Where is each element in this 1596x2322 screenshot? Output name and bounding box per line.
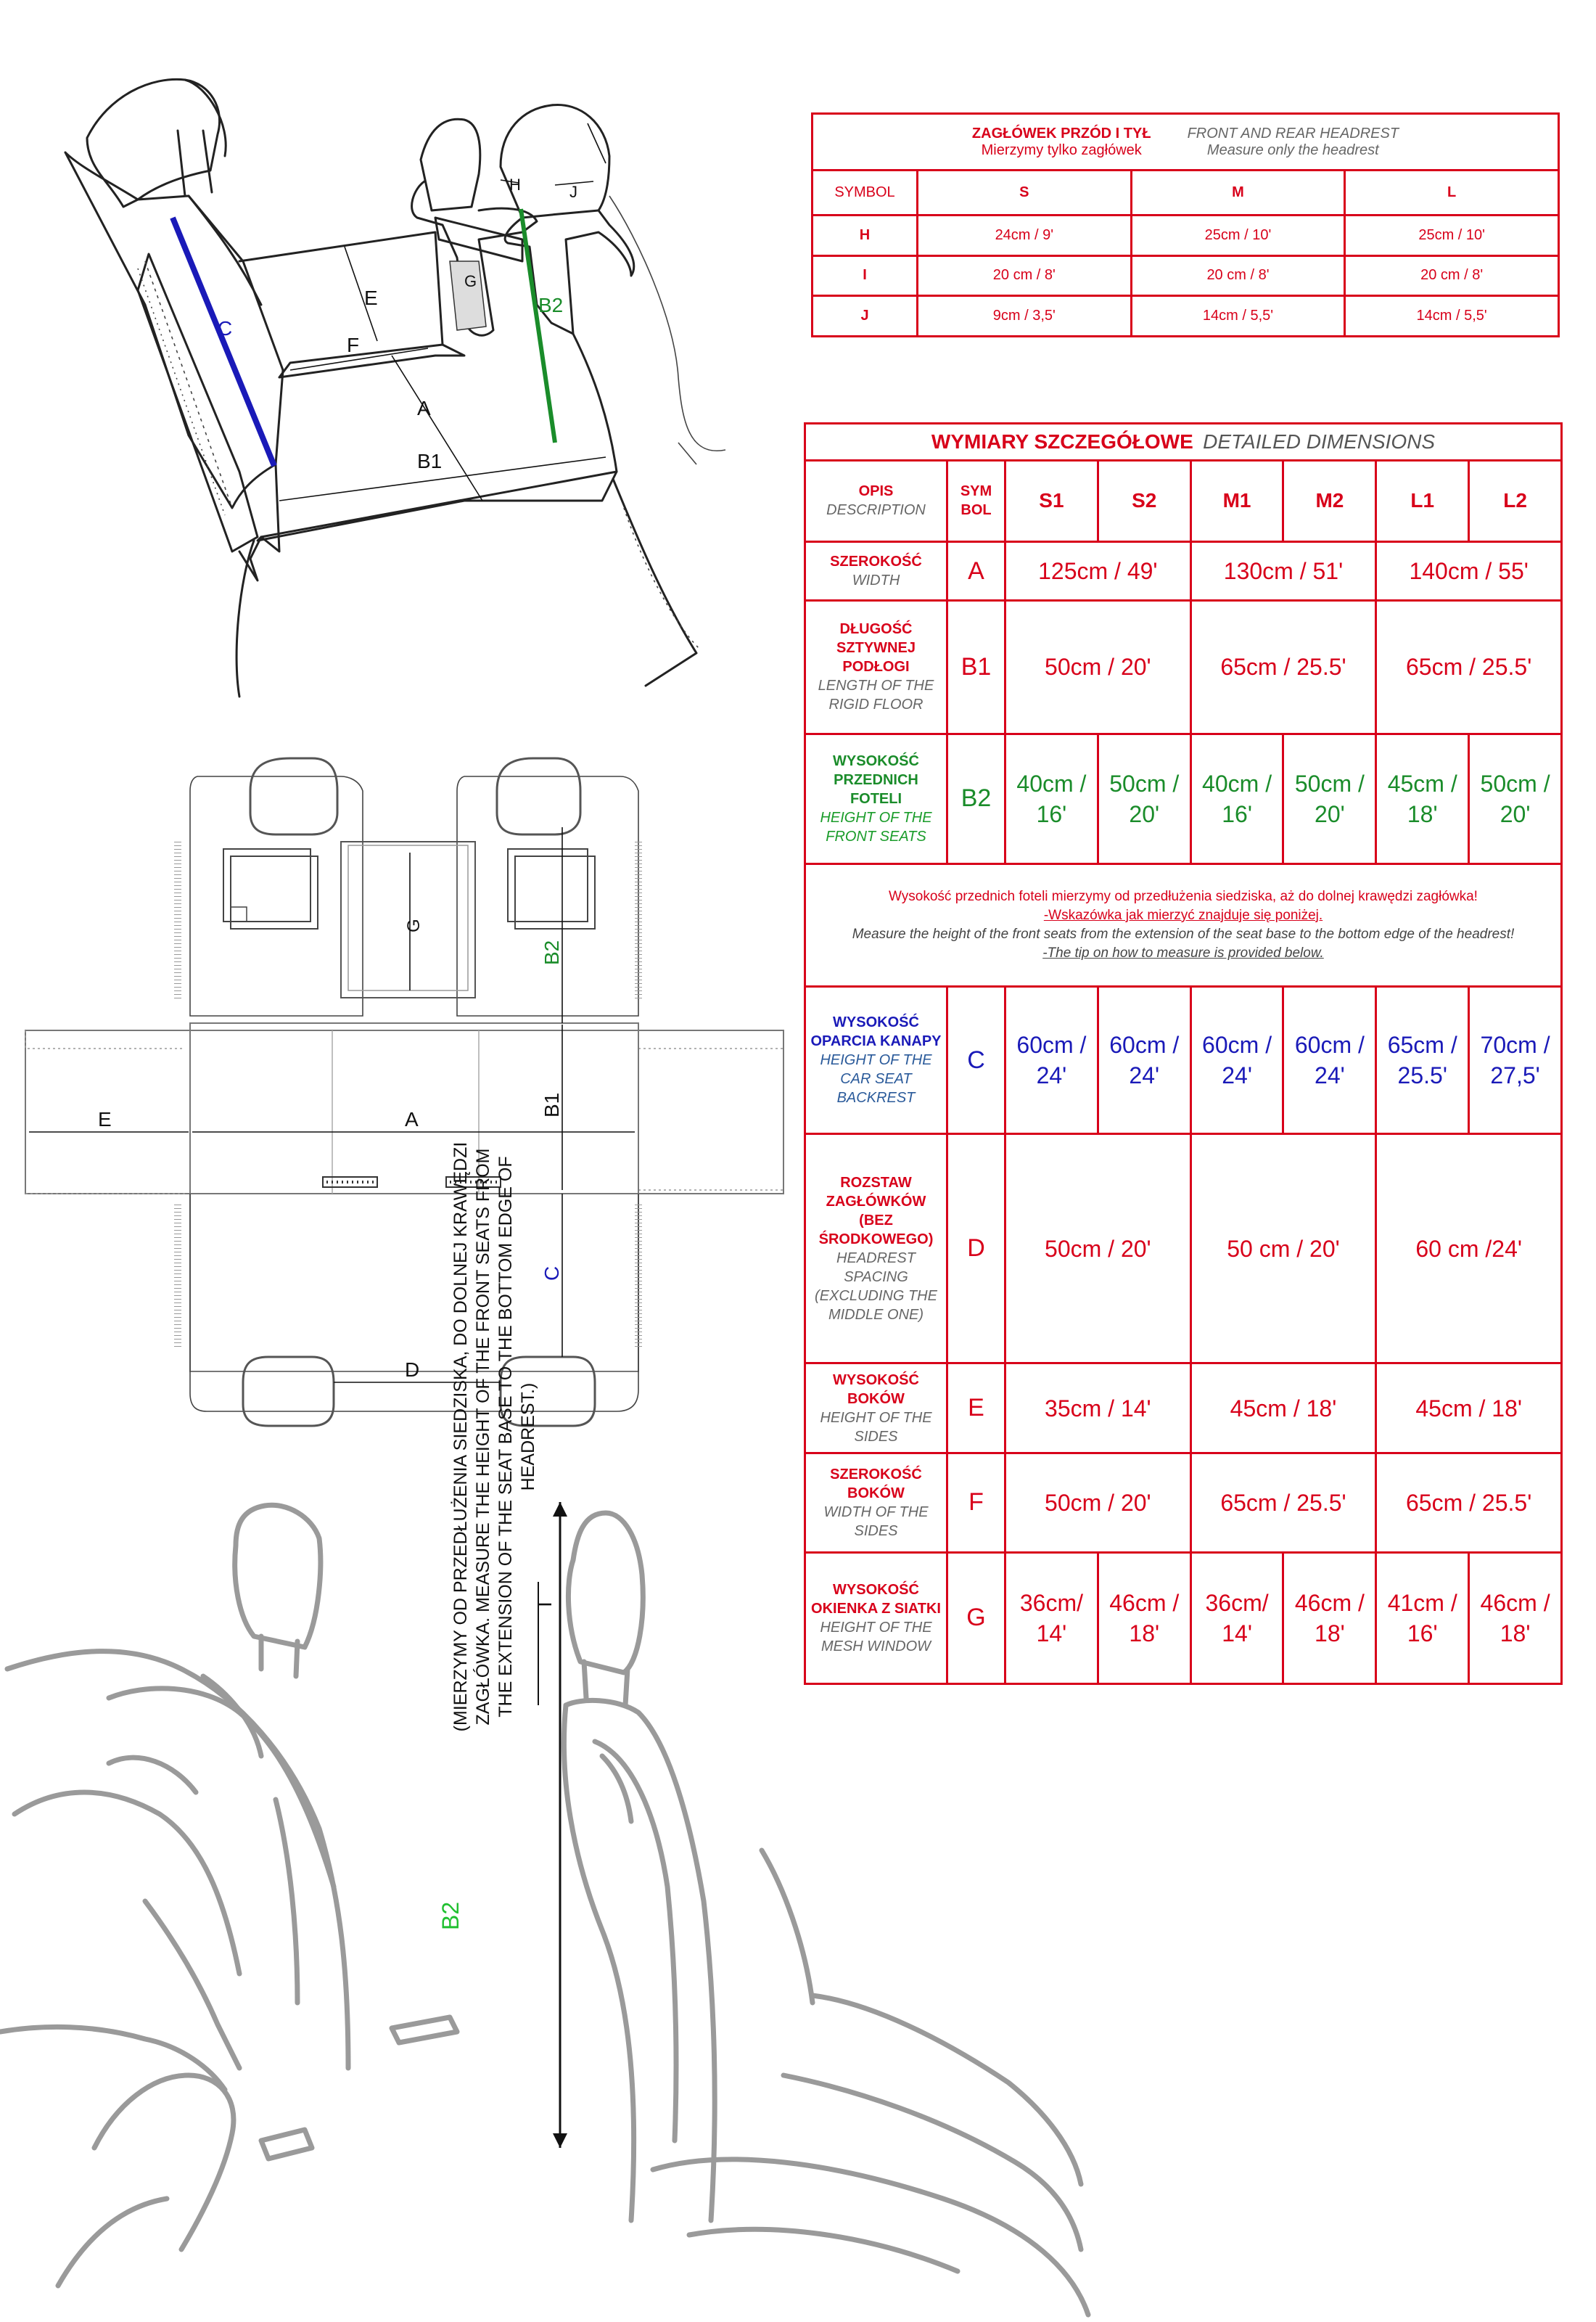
label-b1-iso: B1 [417,450,442,472]
detailed-dimensions-table: WYMIARY SZCZEGÓŁOWE DETAILED DIMENSIONS … [804,422,1563,1686]
header-size: S1 [1004,459,1099,543]
label-j-iso: J [569,183,577,201]
dimension-b2-line [519,208,557,443]
label-h-iso: H [509,176,521,194]
table-row: H 24cm / 9' 25cm / 10' 25cm / 10' [811,214,1560,257]
label-g-iso: G [464,272,477,290]
label-d-flat: D [405,1358,419,1381]
label-b2-flat: B2 [540,940,563,965]
label-e-flat: E [98,1108,112,1131]
header-size-l: L [1344,169,1560,216]
header-size: S2 [1096,459,1192,543]
label-a-flat: A [405,1108,419,1131]
label-b1-flat: B1 [540,1093,563,1117]
label-b2-iso: B2 [538,294,563,316]
label-c-flat: C [540,1266,563,1281]
label-f-iso: F [347,334,359,356]
header-size: M1 [1189,459,1285,543]
dimensions-table-title: WYMIARY SZCZEGÓŁOWE DETAILED DIMENSIONS [804,422,1563,461]
isometric-view [64,78,726,698]
seat-sketch [0,1502,1091,2318]
measurement-tip: Wysokość przednich foteli mierzymy od pr… [804,862,1563,988]
label-a-iso: A [417,397,431,419]
header-size: L2 [1468,459,1563,543]
dimension-c-line [170,216,277,467]
label-c-iso: C [218,317,232,340]
header-size-s: S [916,169,1132,216]
table-row: ROZSTAW ZAGŁÓWKÓW (BEZ ŚRODKOWEGO)HEADRE… [804,1133,1563,1365]
table-row: J 9cm / 3,5' 14cm / 5,5' 14cm / 5,5' [811,295,1560,337]
header-size: L1 [1375,459,1470,543]
label-b2-sketch: B2 [437,1902,464,1930]
header-symbol: SYMBOL [811,169,918,216]
label-i-sketch: I [533,1601,556,1607]
flat-pattern-view [25,757,784,1427]
label-g-flat: G [404,919,424,932]
measurement-note: (MIERZYMY OD PRZEDŁUŻENIA SIEDZISKA, DO … [451,1141,538,1732]
table-row: I 20 cm / 8' 20 cm / 8' 20 cm / 8' [811,254,1560,298]
header-symbol: SYM BOL [946,459,1006,543]
header-size-m: M [1130,169,1346,216]
label-e-iso: E [364,287,378,309]
header-size: M2 [1282,459,1378,543]
